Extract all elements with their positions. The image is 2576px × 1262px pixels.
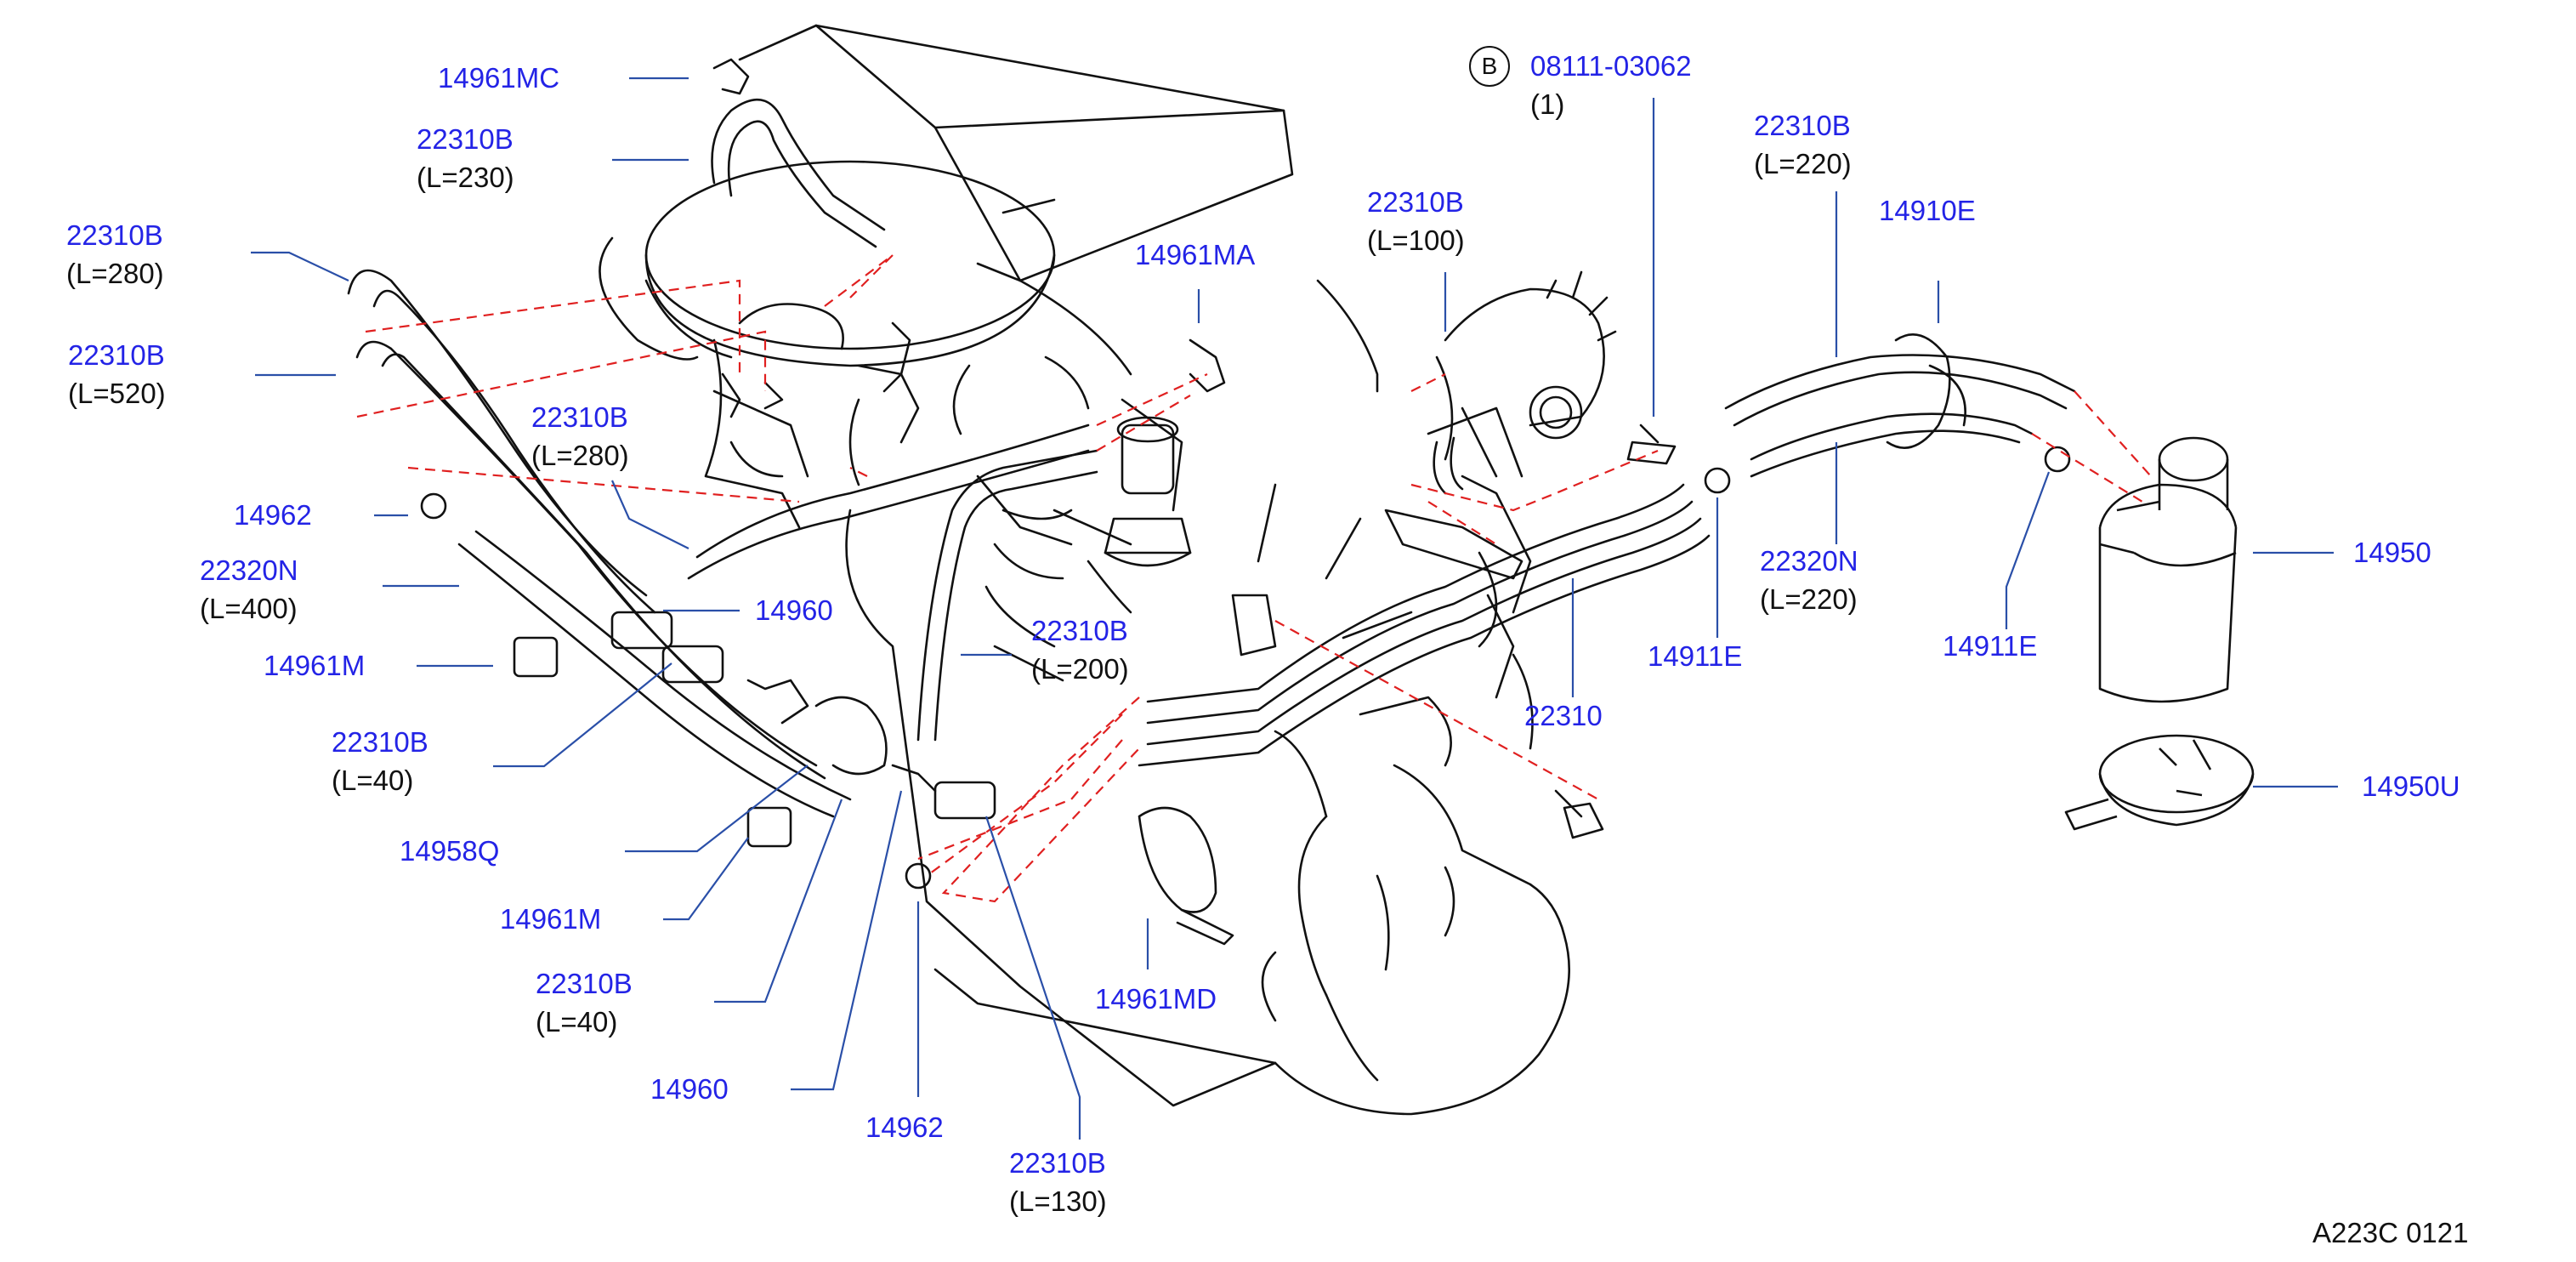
length-note: (L=100): [1367, 225, 1465, 256]
part-number: 14961M: [264, 650, 366, 681]
part-number: 14950U: [2362, 770, 2460, 802]
part-number: 22310B: [417, 123, 513, 155]
part-number: 14960: [650, 1073, 729, 1105]
hoses: [347, 58, 2076, 946]
leader-lines: [251, 77, 2338, 1140]
quantity-note: (1): [1530, 88, 1565, 120]
length-note: (L=200): [1031, 653, 1129, 685]
length-note: (L=40): [332, 765, 414, 796]
part-number: 14911E: [1943, 630, 2038, 662]
part-number: 22310B: [1754, 110, 1851, 141]
part-number: 14910E: [1879, 195, 1976, 226]
length-note: (L=400): [200, 593, 298, 624]
diagram-code: A223C 0121: [2312, 1217, 2469, 1248]
part-number: 22310: [1524, 700, 1603, 731]
engine-drawing: [599, 24, 1570, 1116]
part-number: 14962: [865, 1111, 944, 1143]
length-note: (L=130): [1009, 1185, 1107, 1217]
part-number: 22310B: [1031, 615, 1128, 646]
part-number: 14958Q: [400, 835, 500, 867]
part-number: 22320N: [200, 554, 298, 586]
part-number: 14961MA: [1135, 239, 1256, 270]
length-note: (L=220): [1754, 148, 1852, 179]
part-number: 22310B: [1367, 186, 1464, 218]
part-number: 08111-03062: [1530, 50, 1692, 82]
part-number: 14961M: [500, 903, 602, 935]
part-number: 14962: [234, 499, 312, 531]
part-number: 22320N: [1760, 545, 1858, 577]
cap-14950U: [2064, 734, 2255, 831]
part-number: 14960: [755, 594, 833, 626]
part-number: 22310B: [66, 219, 163, 251]
length-note: (L=40): [536, 1006, 618, 1037]
part-number: 14911E: [1648, 640, 1743, 672]
canister-14950: [2098, 436, 2238, 703]
part-number: 22310B: [531, 401, 628, 433]
part-number: 22310B: [1009, 1147, 1106, 1179]
dashed-connections: [356, 254, 2152, 903]
part-number: 14961MD: [1095, 983, 1217, 1015]
length-note: (L=280): [531, 440, 629, 471]
part-number: 14950: [2353, 537, 2431, 568]
part-number: 22310B: [68, 339, 165, 371]
length-note: (L=280): [66, 258, 164, 289]
badge-b: B: [1469, 46, 1510, 87]
part-number: 14961MC: [438, 62, 560, 94]
part-number: 22310B: [536, 968, 633, 999]
length-note: (L=230): [417, 162, 514, 193]
length-note: (L=520): [68, 378, 166, 409]
length-note: (L=220): [1760, 583, 1858, 615]
part-number: 22310B: [332, 726, 428, 758]
